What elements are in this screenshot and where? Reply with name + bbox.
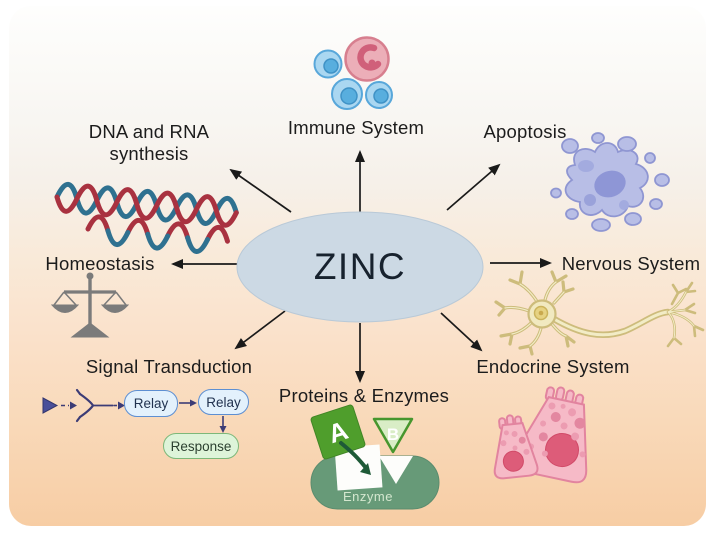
rna-strand-red	[85, 214, 230, 244]
relay-box-2: Relay	[198, 389, 249, 415]
scale-base	[70, 322, 110, 338]
arrow-to-apoptosis	[446, 163, 501, 211]
enzyme-label: Enzyme	[343, 489, 393, 504]
balance-scale-icon	[50, 272, 130, 338]
neuron-nucleolus	[538, 310, 544, 316]
signal-pathway-icon	[42, 388, 227, 433]
monocyte-nucleus-hook	[368, 59, 376, 67]
response-link-arrowhead	[219, 426, 227, 433]
label-dna-line1: DNA and RNA	[88, 121, 210, 142]
dna-helix-icon	[54, 181, 239, 254]
scale-strings	[53, 291, 127, 306]
scale-pan-left	[50, 304, 80, 313]
enzyme-v-site	[379, 456, 413, 484]
binding-arrowhead	[360, 463, 371, 475]
scale-finial	[86, 272, 94, 280]
apoptotic-fragments	[550, 132, 670, 232]
label-apoptosis: Apoptosis	[483, 121, 567, 142]
lymphocyte-nucleus	[323, 58, 339, 74]
apoptotic-cell-icon	[550, 132, 670, 232]
neuron-icon	[494, 270, 705, 356]
label-homeostasis: Homeostasis	[45, 253, 155, 274]
lymphocyte-nucleus	[340, 87, 358, 105]
label-dna-line2: synthesis	[109, 143, 189, 164]
zinc-ellipse	[236, 211, 484, 323]
immune-cells-icon	[313, 36, 393, 110]
relay-link-arrowhead	[190, 399, 197, 407]
secretory-cells-icon	[493, 386, 588, 484]
apoptotic-inclusions	[578, 160, 629, 210]
label-proteins-enzymes: Proteins & Enzymes	[278, 385, 450, 406]
binding-arrow	[339, 441, 368, 470]
label-immune-system: Immune System	[287, 117, 425, 138]
axon-terminals	[666, 281, 705, 348]
response-box: Response	[163, 433, 239, 459]
secretory-granules	[500, 430, 530, 455]
enzyme-substrate-icon: A B	[310, 404, 440, 510]
neuron-axon-core	[552, 310, 670, 337]
secretory-cell-small	[493, 414, 539, 480]
cell-nucleus	[502, 450, 524, 472]
ligand-triangle	[42, 397, 59, 414]
label-signal-transduction: Signal Transduction	[85, 356, 253, 377]
signal-arrowhead-2	[118, 401, 125, 410]
substrate-b-label: B	[387, 425, 399, 444]
substrate-a-square: A	[310, 404, 366, 460]
center-label: ZINC	[313, 246, 407, 287]
arrow-to-signal	[234, 310, 286, 350]
monocyte-nucleus	[357, 44, 382, 71]
neuron-dendrites	[494, 270, 576, 356]
cell-nucleus	[544, 433, 579, 468]
signal-arrowhead-1	[70, 401, 77, 410]
relay-box-1: Relay	[124, 390, 178, 417]
label-endocrine-system: Endocrine System	[476, 356, 630, 377]
label-nervous-system: Nervous System	[561, 253, 701, 274]
dna-strand-teal	[54, 181, 239, 227]
radial-arrows	[171, 150, 552, 383]
substrate-b-triangle: B	[372, 417, 414, 454]
scale-pan-right	[100, 304, 130, 313]
lymphocyte-nucleus	[373, 88, 389, 104]
dna-strand-red	[54, 183, 239, 228]
arrow-to-endocrine	[440, 312, 483, 352]
arrow-to-dna	[229, 168, 292, 213]
receptor-fork	[75, 388, 114, 423]
monocyte-cell	[344, 36, 390, 82]
scale-pole	[88, 277, 92, 325]
rna-strand-teal	[105, 228, 211, 254]
neuron-axon	[550, 308, 672, 339]
enzyme-square-site	[334, 444, 383, 491]
